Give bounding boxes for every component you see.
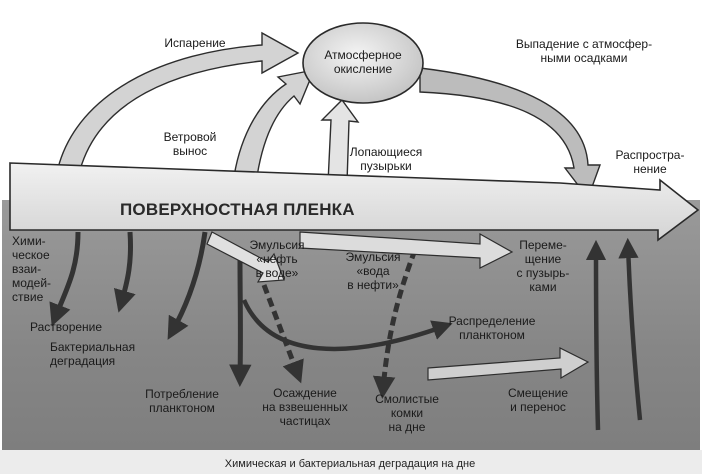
label-plankton-distribution: Распределение планктоном (432, 314, 552, 342)
label-displacement-transfer: Смещение и перенос (478, 386, 598, 414)
label-atmospheric-oxidation: Атмосферное окисление (303, 48, 423, 76)
label-bacterial-degradation: Бактериальная деградация (50, 340, 180, 368)
label-bursting-bubbles: Лопающиеся пузырьки (331, 145, 441, 173)
label-precipitation: Выпадение с атмосфер- ными осадками (486, 37, 682, 65)
label-plankton-consumption: Потребление планктоном (126, 387, 238, 415)
label-spreading: Распростра- нение (600, 148, 700, 176)
label-surface-film: ПОВЕРХНОСТНАЯ ПЛЕНКА (120, 200, 420, 220)
label-wind-transfer: Ветровой вынос (150, 130, 230, 158)
label-chemical-interaction: Хими- ческое взаи- модей- ствие (12, 234, 72, 304)
wind-transfer-arrow (233, 70, 314, 183)
label-emulsion-oil-in-water: Эмульсия «нефть в воде» (232, 238, 322, 280)
label-tar-balls: Смолистые комки на дне (352, 392, 462, 434)
label-dissolution: Растворение (30, 320, 140, 334)
label-movement-with-bubbles: Переме- щение с пузырь- ками (503, 238, 583, 294)
label-evaporation: Испарение (145, 36, 245, 50)
label-emulsion-water-in-oil: Эмульсия «вода в нефти» (328, 250, 418, 292)
label-sedimentation: Осаждение на взвешенных частицах (240, 386, 370, 428)
bottom-caption: Химическая и бактериальная деградация на… (120, 458, 580, 471)
